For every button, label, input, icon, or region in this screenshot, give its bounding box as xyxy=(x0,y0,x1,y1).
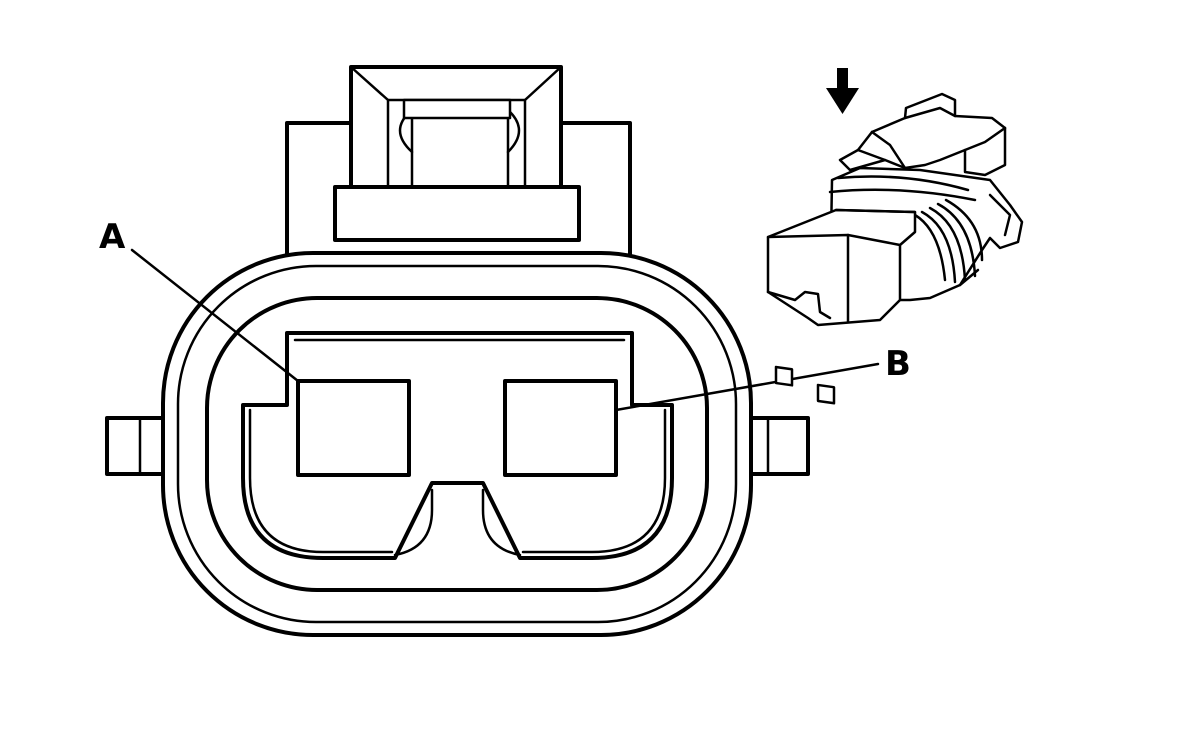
connector-3d-icon xyxy=(766,92,1024,405)
leader-line-b xyxy=(614,362,880,412)
leader-line-a xyxy=(130,248,300,383)
terminal-cavity-b xyxy=(503,379,618,477)
outer-shell-inner-ring xyxy=(176,264,738,624)
terminal-cavity-a xyxy=(296,379,411,477)
connector-face-view: A B xyxy=(99,65,911,637)
locking-latch xyxy=(333,65,581,242)
terminal-label-a: A xyxy=(99,217,126,257)
terminal-label-b: B xyxy=(885,344,911,384)
inner-shell-ring xyxy=(205,296,709,592)
arrow-down-icon xyxy=(826,68,859,114)
